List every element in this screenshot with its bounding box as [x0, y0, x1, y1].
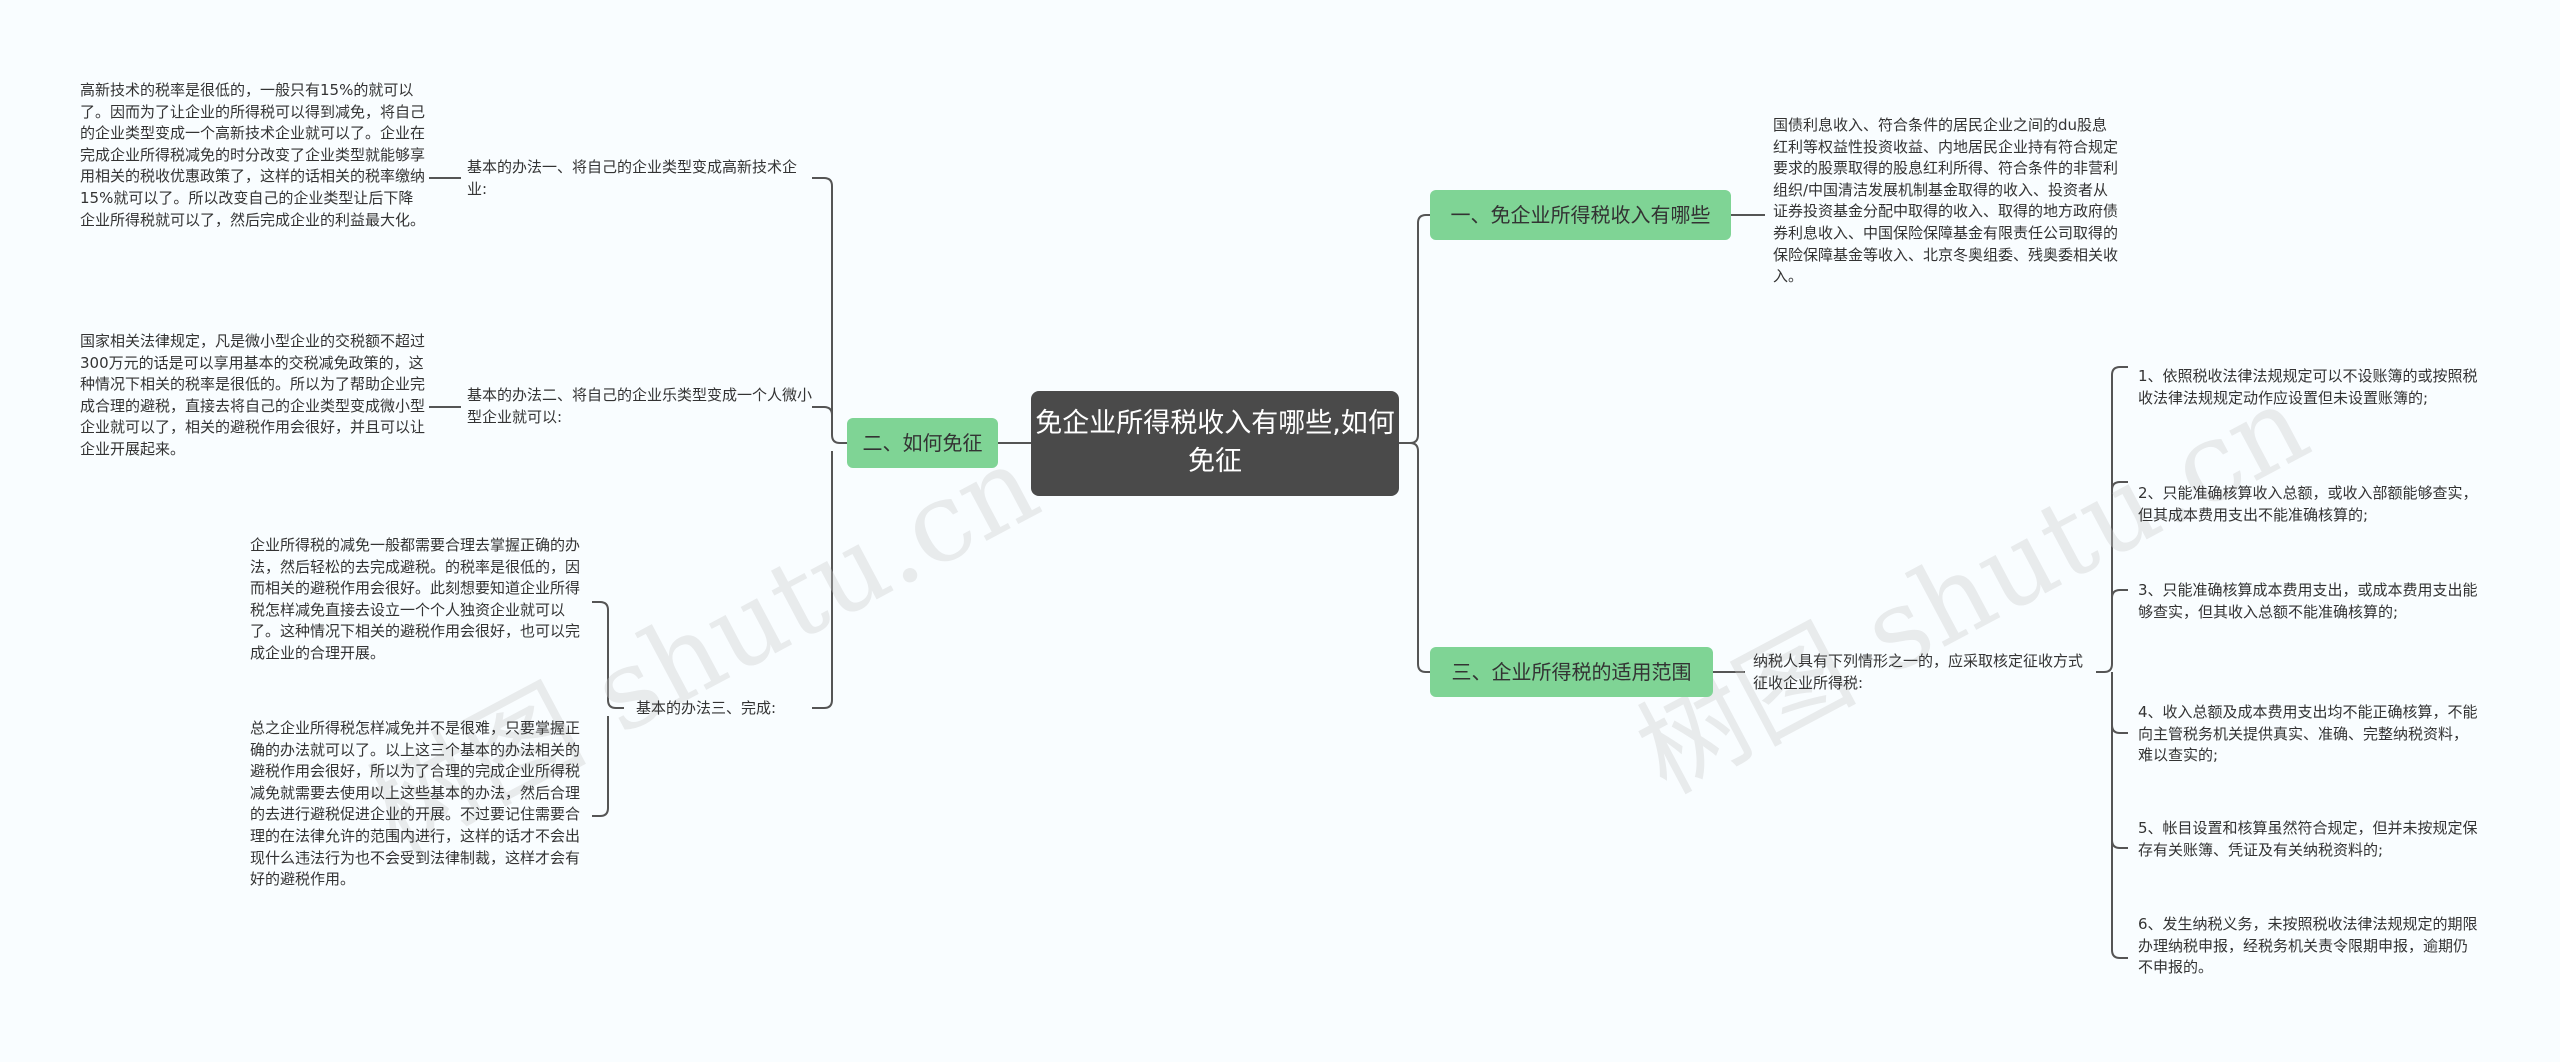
scope-item-1: 1、依照税收法律法规规定可以不设账簿的或按照税收法律法规规定动作应设置但未设置账…	[2138, 367, 2478, 407]
branch-tax-exempt-income[interactable]: 一、免企业所得税收入有哪些	[1430, 190, 1731, 240]
method-1-label: 基本的办法一、将自己的企业类型变成高新技术企业:	[467, 158, 798, 198]
scope-item-6: 6、发生纳税义务，未按照税收法律法规规定的期限办理纳税申报，经税务机关责令限期申…	[2138, 915, 2478, 977]
branch-how-to-exempt-label: 二、如何免征	[862, 431, 983, 455]
scope-item-4: 4、收入总额及成本费用支出均不能正确核算，不能向主管税务机关提供真实、准确、完整…	[2138, 703, 2478, 765]
branch-applicable-scope[interactable]: 三、企业所得税的适用范围	[1430, 647, 1713, 697]
branch-applicable-scope-label: 三、企业所得税的适用范围	[1451, 660, 1692, 684]
branch-how-to-exempt[interactable]: 二、如何免征	[847, 418, 998, 468]
scope-item-5: 5、帐目设置和核算虽然符合规定，但并未按规定保存有关账簿、凭证及有关纳税资料的;	[2138, 819, 2478, 859]
method-2-detail: 国家相关法律规定，凡是微小型企业的交税额不超过300万元的话是可以享用基本的交税…	[80, 332, 426, 458]
applicable-scope-mid: 纳税人具有下列情形之一的，应采取核定征收方式征收企业所得税:	[1753, 652, 2084, 692]
method-1-detail: 高新技术的税率是很低的，一般只有15%的就可以了。因而为了让企业的所得税可以得到…	[80, 81, 426, 229]
root-label: 免企业所得税收入有哪些,如何免征	[1035, 408, 1395, 477]
scope-item-2: 2、只能准确核算收入总额，或收入部额能够查实，但其成本费用支出不能准确核算的;	[2138, 484, 2478, 524]
method-3-label: 基本的办法三、完成:	[636, 699, 777, 717]
tax-exempt-income-detail: 国债利息收入、符合条件的居民企业之间的du股息红利等权益性投资收益、内地居民企业…	[1773, 116, 2119, 286]
method-3-detail-2: 总之企业所得税怎样减免并不是很难，只要掌握正确的办法就可以了。以上这三个基本的办…	[250, 719, 581, 889]
method-2-label: 基本的办法二、将自己的企业乐类型变成一个人微小型企业就可以:	[467, 386, 813, 426]
method-3-detail-1: 企业所得税的减免一般都需要合理去掌握正确的办法，然后轻松的去完成避税。的税率是很…	[250, 536, 581, 662]
scope-item-3: 3、只能准确核算成本费用支出，或成本费用支出能够查实，但其收入总额不能准确核算的…	[2138, 581, 2478, 621]
root-node[interactable]: 免企业所得税收入有哪些,如何免征	[1031, 391, 1399, 496]
branch-tax-exempt-income-label: 一、免企业所得税收入有哪些	[1450, 203, 1711, 227]
